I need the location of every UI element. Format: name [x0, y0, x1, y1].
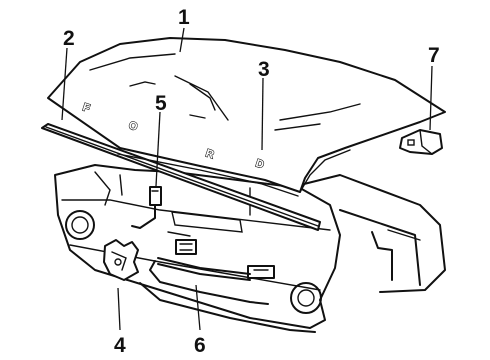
- leader-5: [155, 111, 161, 187]
- hood-panel: [47, 37, 446, 197]
- leader-1: [179, 27, 185, 53]
- leader-7: [429, 65, 433, 131]
- callout-3: 3: [258, 58, 270, 81]
- hood-hinge-bracket: [399, 129, 443, 155]
- leader-lines: [61, 27, 433, 331]
- safety-catch: [247, 265, 275, 279]
- callout-5: 5: [155, 92, 167, 115]
- callout-2: 2: [63, 27, 75, 50]
- leader-3: [261, 77, 264, 151]
- leader-4: [117, 287, 121, 331]
- hood-latch-assembly: [103, 239, 275, 281]
- hood-release-cable: [149, 257, 269, 305]
- hood-lettering: F O R D: [80, 101, 266, 172]
- callout-1: 1: [178, 6, 190, 29]
- latch-mount-bracket: [175, 239, 197, 255]
- callout-4: 4: [114, 334, 126, 357]
- callout-numbers: 1 2 3 5 7 4 6: [63, 6, 440, 357]
- left-headlamp-opening: [65, 210, 95, 240]
- callout-7: 7: [428, 44, 440, 67]
- hood-seal-strip: [41, 123, 321, 231]
- callout-6: 6: [194, 334, 206, 357]
- leader-2: [61, 47, 68, 121]
- hood-latch-striker: [131, 186, 162, 229]
- hood-letter-f: F: [81, 101, 91, 115]
- right-headlamp-opening: [290, 282, 322, 314]
- leader-6: [195, 284, 201, 331]
